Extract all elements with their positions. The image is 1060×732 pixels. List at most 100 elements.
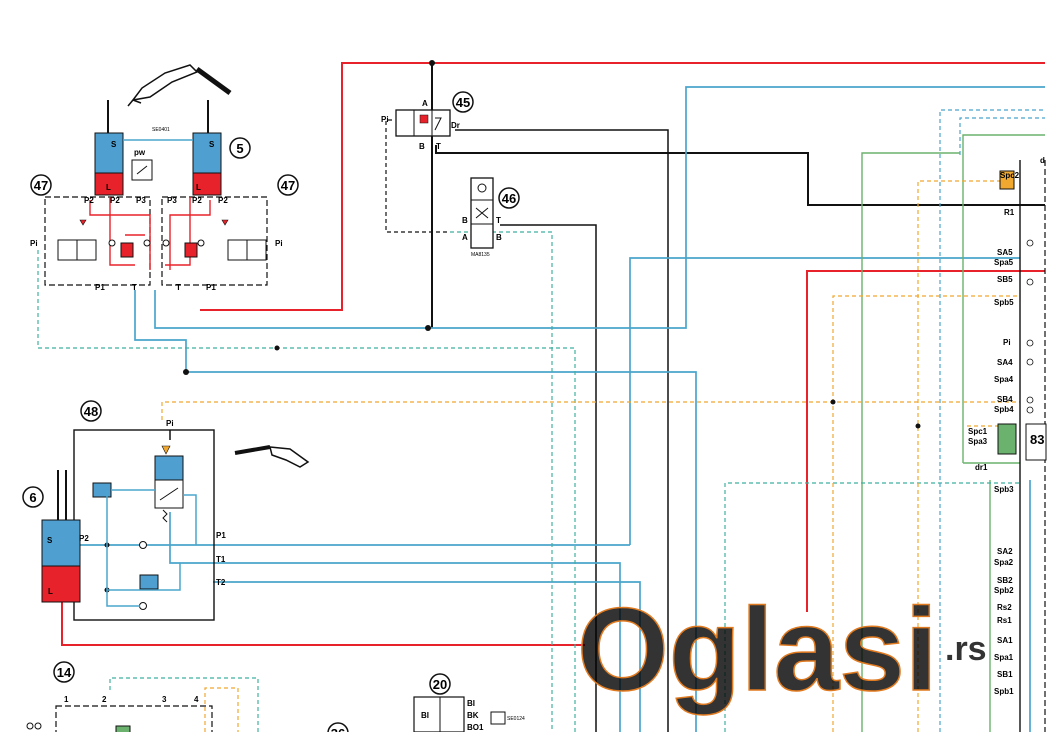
port-label: BI <box>467 699 475 708</box>
component-marker-14 <box>53 661 75 683</box>
boom-arm-icon <box>127 64 232 107</box>
dash-orange-14 <box>204 687 239 732</box>
part-code: MA8135 <box>471 252 490 258</box>
junction-dot <box>915 423 921 429</box>
component-marker-20 <box>429 673 451 695</box>
pilot-valve-48 <box>154 455 184 481</box>
label-l: L <box>48 587 53 596</box>
component-marker-47 <box>277 174 299 196</box>
component-number: 20 <box>433 677 447 692</box>
port-label: B <box>419 142 425 151</box>
junction-dot <box>183 369 189 375</box>
junction-dot <box>425 325 431 331</box>
dash-blue-top-right <box>959 117 1045 155</box>
port-label: 1 <box>64 695 69 704</box>
blue-line-upper <box>154 86 1045 329</box>
label-s: S <box>209 140 215 149</box>
port-label: Pi <box>166 419 174 428</box>
black-line-tank <box>455 129 669 732</box>
cylinder-5-left-head-side <box>94 172 124 196</box>
port-label: T <box>176 283 181 292</box>
black-line-t <box>435 145 1045 206</box>
component-marker-36 <box>327 722 349 732</box>
blue-line-48-t2 <box>213 581 641 732</box>
label-l: L <box>106 183 111 192</box>
port-label: Pi <box>275 239 283 248</box>
port-label: A <box>422 99 428 108</box>
cylinder-5-right-rod-side <box>192 132 222 174</box>
component-number: 45 <box>456 95 470 110</box>
label-s: S <box>47 536 53 545</box>
component-number: 47 <box>281 178 295 193</box>
part-code: SE0124 <box>507 716 525 722</box>
component-number: 46 <box>502 191 516 206</box>
port-label: Pi <box>1003 338 1011 347</box>
port-label: Spb5 <box>994 298 1014 307</box>
label-se: SE0401 <box>152 127 170 133</box>
port-label: Spc2 <box>1000 171 1020 180</box>
port-label: R1 <box>1004 208 1015 217</box>
junction-dot <box>429 60 435 66</box>
dash-teal-left <box>37 250 576 732</box>
port-label: SB5 <box>997 275 1013 284</box>
port-label: BK <box>467 711 479 720</box>
port-label: Spa3 <box>968 437 988 446</box>
port-label: Pi <box>30 239 38 248</box>
port-label: SB1 <box>997 670 1013 679</box>
cylinder-5-left-rod-side <box>94 132 124 174</box>
valve-block-48: 48 Pi P1 T1 T2 S L P2 6 <box>22 400 310 621</box>
port-label: A <box>462 233 468 242</box>
sensor-block-20: 20 BI BI BK BO1 SE0124 <box>413 673 525 732</box>
dash-teal-14 <box>109 677 259 732</box>
port-label: P3 <box>136 196 146 205</box>
port-label: P1 <box>95 283 105 292</box>
port-label: Spa2 <box>994 558 1014 567</box>
green-line-2 <box>962 134 1045 463</box>
port-label: 3 <box>162 695 167 704</box>
port-label: Spb3 <box>994 485 1014 494</box>
port-label: 4 <box>194 695 199 704</box>
component-marker-48 <box>80 400 102 422</box>
port-label: P1 <box>216 531 226 540</box>
component-number: 83 <box>1030 432 1044 447</box>
red-line-bottom <box>61 600 585 646</box>
watermark: Oglasi .rs <box>576 583 986 717</box>
port-label: T2 <box>216 578 226 587</box>
label-l: L <box>196 183 201 192</box>
port-label: SB2 <box>997 576 1013 585</box>
port-label: P2 <box>218 196 228 205</box>
component-marker-47 <box>30 174 52 196</box>
port-label: P2 <box>79 534 89 543</box>
port-label: SB4 <box>997 395 1013 404</box>
port-label: dr1 <box>975 463 988 472</box>
component-number: 47 <box>34 178 48 193</box>
check-valve-red <box>120 242 134 258</box>
valve-block-14: 14 1 2 3 4 36 <box>26 661 349 732</box>
dash-teal-right1 <box>724 482 1020 732</box>
port-label: B <box>462 216 468 225</box>
port-label: BO1 <box>467 723 484 732</box>
valve-block-47: S L S L pw SE0401 P2 P2 P3 P3 P2 P2 Pi P… <box>30 64 299 292</box>
component-number: 36 <box>331 726 345 732</box>
port-label: Spb1 <box>994 687 1014 696</box>
component-marker-6 <box>22 486 44 508</box>
check-valve-red <box>184 242 198 258</box>
dash-black-45 <box>385 119 450 233</box>
port-label: Pi <box>381 115 389 124</box>
port-label: P2 <box>192 196 202 205</box>
port-label: Spa1 <box>994 653 1014 662</box>
blue-line-48-t1 <box>169 512 621 732</box>
valve-45: A Pi Dr B T 45 <box>381 91 474 151</box>
component-number: 14 <box>57 665 72 680</box>
watermark-text: Oglasi <box>577 584 938 716</box>
port-label: P3 <box>167 196 177 205</box>
port-label: SA1 <box>997 636 1013 645</box>
component-marker-45 <box>452 91 474 113</box>
port-label: Rs1 <box>997 616 1012 625</box>
main-control-valve-manifold: 83 d Spc2 R1 SA5 Spa5 SB5 Spb5 Pi SA4 Sp… <box>968 156 1047 732</box>
cylinder-6-head-side <box>41 565 81 603</box>
component-marker-5 <box>229 137 251 159</box>
port-label: B <box>496 233 502 242</box>
green-line-1 <box>861 152 960 732</box>
